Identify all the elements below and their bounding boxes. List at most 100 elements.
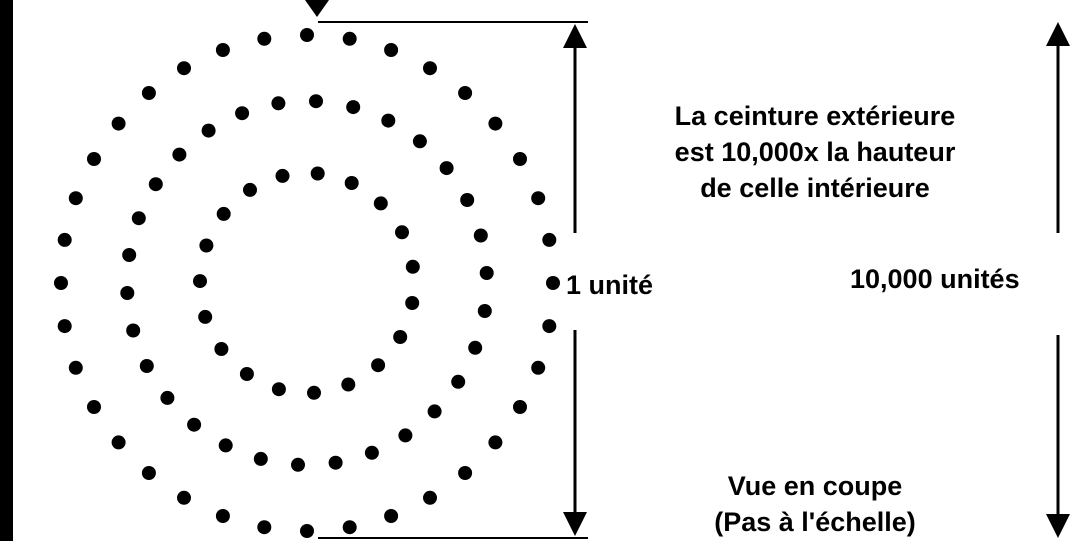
middle-ring-dot [291, 457, 305, 472]
outer-ring-dot [257, 31, 272, 46]
outer-ring-dot [488, 116, 503, 131]
middle-ring-dot [381, 113, 396, 128]
outer-ring-dot [542, 232, 557, 247]
middle-ring-dot [201, 123, 216, 138]
inner-ring-dot [199, 238, 214, 253]
inner-ring-dot [405, 259, 420, 274]
middle-ring-dot [328, 455, 343, 470]
middle-ring-dot [271, 96, 286, 111]
inner-measure-label: 1 unité [566, 270, 654, 300]
middle-ring-dot [148, 177, 163, 192]
middle-ring-dot [346, 100, 361, 115]
inner-ring-dot [405, 296, 420, 310]
outer-ring-dot [458, 466, 473, 480]
outer-ring-dot [68, 360, 83, 375]
middle-ring-dot [427, 404, 442, 419]
middle-ring-dot [172, 147, 187, 162]
outer-ring-dot [342, 31, 357, 46]
middle-ring-dot [364, 445, 379, 460]
inner-ring-dot [214, 342, 229, 356]
dot-rings [54, 28, 560, 538]
middle-ring-dot [131, 211, 146, 226]
outer-ring-dot [384, 43, 399, 57]
outer-ring-dot [141, 86, 156, 100]
outer-arrow-head-down [1046, 514, 1070, 538]
middle-ring-dot [160, 390, 175, 405]
middle-ring-dot [253, 451, 268, 466]
outer-ring-dot [87, 400, 101, 414]
inner-arrow-head-down [563, 512, 587, 536]
outer-ring-dot [546, 276, 560, 290]
description-label: La ceinture extérieure est 10,000x la ha… [600, 98, 1030, 206]
middle-ring-dot [477, 304, 492, 318]
left-edge-bar [0, 0, 13, 541]
middle-ring-dot [460, 193, 475, 207]
description-line-1: La ceinture extérieure [674, 101, 956, 131]
outer-ring-dot [111, 435, 126, 450]
inner-ring-dot [393, 330, 408, 344]
outer-ring-dot [342, 520, 357, 535]
middle-ring-dot [122, 248, 137, 262]
middle-ring-dot [398, 428, 413, 443]
outer-ring-dot [215, 43, 230, 57]
top-pointer-triangle [305, 0, 329, 17]
inner-ring-dot [307, 385, 321, 400]
outer-ring-dot [87, 152, 101, 166]
inner-ring-dot [193, 274, 207, 289]
inner-ring-dot [371, 358, 386, 373]
outer-ring-dot [177, 61, 191, 76]
inner-ring-dot [271, 382, 286, 397]
outer-ring-dot [513, 400, 527, 414]
outer-ring-dot [68, 191, 83, 206]
outer-arrow-head-up [1046, 22, 1070, 46]
outer-ring-dot [215, 509, 230, 523]
middle-ring-dot [468, 340, 483, 355]
outer-ring-dot [57, 319, 72, 334]
outer-ring-dot [542, 319, 557, 334]
outer-ring-dot [300, 28, 314, 42]
view-caption-line-1: Vue en coupe [727, 471, 903, 501]
middle-ring-dot [479, 266, 494, 280]
outer-ring-dot [384, 509, 399, 523]
inner-arrow-head-up [563, 24, 587, 48]
inner-ring-dot [395, 225, 409, 240]
outer-ring-dot [531, 360, 546, 375]
inner-ring-dot [239, 367, 254, 381]
view-caption: Vue en coupe (Pas à l'échelle) [600, 468, 1030, 540]
outer-ring-dot [513, 152, 527, 166]
inner-ring-dot [198, 309, 213, 324]
middle-ring-dot [412, 134, 427, 149]
outer-ring-dot [423, 61, 437, 76]
inner-ring-dot [341, 377, 356, 392]
middle-ring-dot [218, 438, 233, 453]
outer-ring-dot [257, 520, 272, 535]
view-caption-line-2: (Pas à l'échelle) [714, 507, 916, 537]
middle-ring-dot [473, 228, 488, 243]
inner-ring-dot [373, 196, 388, 211]
middle-ring-dot [120, 286, 135, 300]
outer-measure-label: 10,000 unités [850, 264, 1020, 294]
inner-ring-dot [310, 166, 325, 181]
description-line-2: est 10,000x la hauteur [674, 137, 956, 167]
outer-ring-dot [111, 116, 126, 131]
outer-ring-dot [300, 524, 314, 538]
middle-ring-dot [139, 359, 154, 373]
outer-ring-dot [177, 490, 191, 505]
outer-ring-dot [141, 466, 156, 480]
middle-ring-dot [187, 417, 202, 432]
middle-ring-dot [235, 106, 250, 121]
outer-ring-dot [57, 232, 72, 247]
middle-ring-dot [451, 374, 466, 389]
description-line-3: de celle intérieure [700, 173, 930, 203]
outer-ring-dot [458, 86, 473, 100]
middle-ring-dot [309, 94, 323, 109]
inner-ring-dot [243, 182, 257, 197]
middle-ring-dot [126, 323, 141, 338]
outer-ring-dot [423, 490, 437, 505]
outer-ring-dot [54, 276, 68, 290]
inner-ring-dot [344, 176, 359, 190]
inner-ring-dot [216, 206, 231, 221]
outer-ring-dot [488, 435, 503, 450]
